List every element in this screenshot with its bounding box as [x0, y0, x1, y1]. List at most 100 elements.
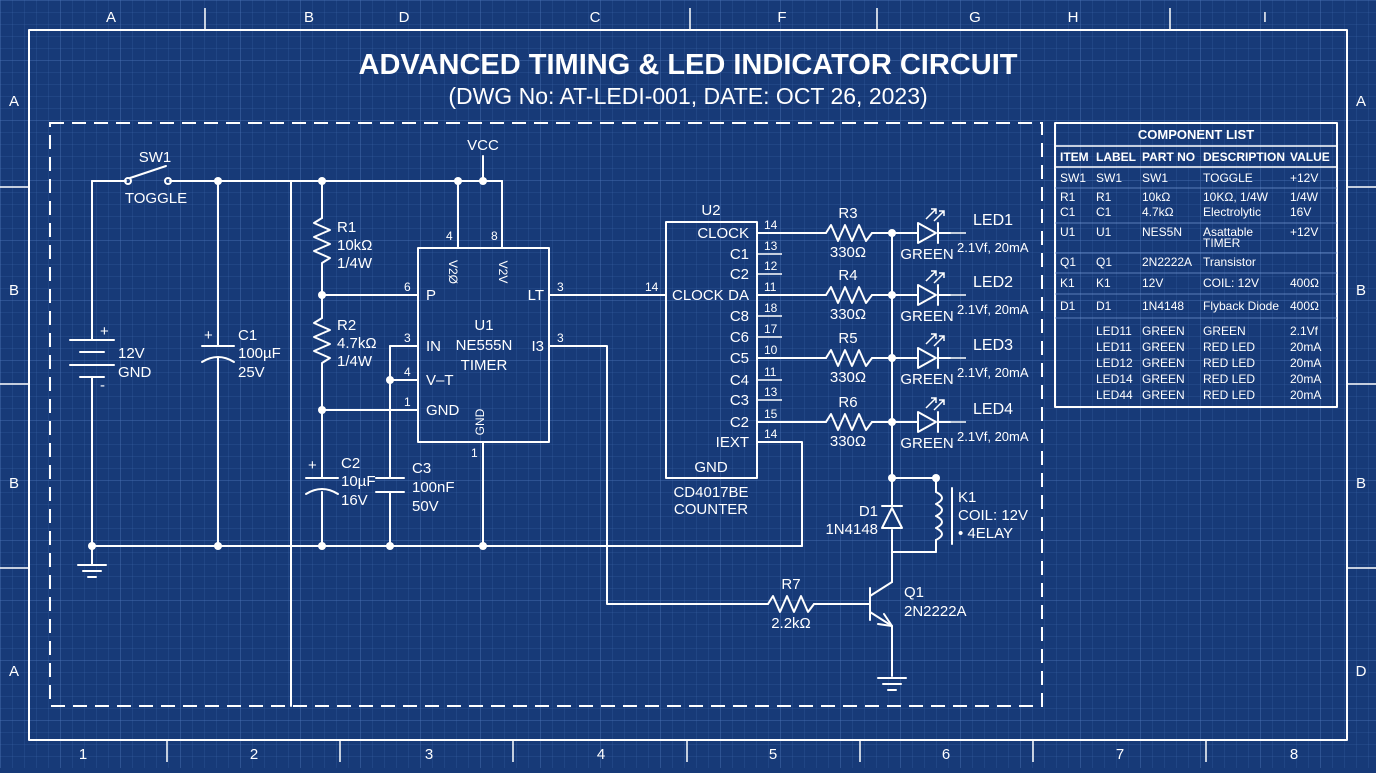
u2-pin-label: C1	[730, 246, 749, 263]
r5-ref: R5	[838, 330, 857, 347]
r7-ref: R7	[781, 576, 800, 593]
component-list-cell: LED11	[1096, 324, 1132, 338]
capacitor-c1: + C1 100µF 25V	[201, 327, 281, 381]
u2-left-num: 14	[645, 280, 659, 294]
component-list-cell: LED11	[1096, 340, 1132, 354]
component-list-cell: 2.1Vf	[1290, 324, 1319, 338]
u2-desc: COUNTER	[674, 501, 748, 518]
c2-value: 10µF	[341, 473, 376, 490]
transistor-q1: Q1 2N2222A	[869, 581, 967, 627]
q1-value: 2N2222A	[904, 603, 967, 620]
component-list-cell: C1	[1096, 205, 1112, 219]
vcc-label: VCC	[467, 137, 499, 154]
r2-power: 1/4W	[337, 353, 373, 370]
resistor-r4: R4 330Ω	[825, 267, 873, 323]
r2-ref: R2	[337, 317, 356, 334]
component-list-cell: Q1	[1060, 255, 1076, 269]
led-ref: LED3	[973, 337, 1013, 354]
zone-left-2: B	[9, 282, 19, 299]
component-list-cell: R1	[1096, 190, 1112, 204]
battery-minus: -	[100, 377, 105, 394]
c1-voltage: 25V	[238, 364, 265, 381]
zone-top-6: G	[969, 9, 981, 26]
component-list-cell: 1/4W	[1290, 190, 1319, 204]
c1-value: 100µF	[238, 345, 281, 362]
zone-right-3: B	[1356, 475, 1366, 492]
c1-ref: C1	[238, 327, 257, 344]
component-list-title: COMPONENT LIST	[1138, 127, 1254, 142]
resistor-r2: R2 4.7kΩ 1/4W	[313, 317, 377, 370]
component-list-cell: 10kΩ	[1142, 190, 1170, 204]
zone-left-1: A	[9, 93, 19, 110]
zone-right-2: B	[1356, 282, 1366, 299]
u2-pin-number: 13	[764, 385, 778, 399]
u1-pin-top-1: V2Ø	[446, 260, 460, 284]
zone-top-3: D	[399, 9, 410, 26]
r6-value: 330Ω	[830, 433, 866, 450]
u2-pin-number: 14	[764, 427, 778, 441]
c3-voltage: 50V	[412, 498, 439, 515]
junction-dots	[88, 177, 940, 550]
u1-pin-vt: V–T	[426, 372, 454, 389]
component-list-cell: C1	[1060, 205, 1076, 219]
component-list-cell: U1	[1060, 225, 1076, 239]
capacitor-c3: C3 100nF 50V	[375, 460, 455, 515]
component-list-cell: Q1	[1096, 255, 1112, 269]
u2-pin-label: C4	[730, 372, 749, 389]
switch-sw1: SW1 TOGGLE	[124, 149, 187, 207]
component-list-cell: SW1	[1060, 171, 1086, 185]
u2-pin-number: 15	[764, 407, 778, 421]
component-list-cell: Electrolytic	[1203, 205, 1261, 219]
component-list-cell: GREEN	[1203, 324, 1246, 338]
u1-pin-num-3: 3	[404, 331, 411, 345]
u1-pin-gnd: GND	[426, 402, 460, 419]
zone-labels-top: A B D C F G H I	[106, 9, 1267, 26]
component-list-cell: RED LED	[1203, 372, 1255, 386]
r1-power: 1/4W	[337, 255, 373, 272]
component-list-cell: D1	[1060, 299, 1076, 313]
component-list-cell: U1	[1096, 225, 1112, 239]
component-list-cell: 20mA	[1290, 356, 1321, 370]
led-spec: 2.1Vf, 20mA	[957, 240, 1029, 255]
zone-top-1: A	[106, 9, 116, 26]
zone-bottom-4: 4	[597, 746, 605, 763]
component-list-cell: 12V	[1142, 276, 1163, 290]
u1-desc: TIMER	[461, 357, 508, 374]
d1-ref: D1	[859, 503, 878, 520]
drawing-subtitle: (DWG No: AT-LEDI-001, DATE: OCT 26, 2023…	[448, 83, 927, 109]
sw1-ref: SW1	[139, 149, 172, 166]
component-list-cell: 20mA	[1290, 372, 1321, 386]
component-list-cell: GREEN	[1142, 388, 1185, 402]
u1-pin-num-6: 6	[404, 280, 411, 294]
led-color: GREEN	[900, 435, 953, 452]
r7-value: 2.2kΩ	[771, 615, 811, 632]
u2-pin-number: 12	[764, 259, 778, 273]
r3-value: 330Ω	[830, 244, 866, 261]
zone-top-4: C	[590, 9, 601, 26]
component-list-header-cell: LABEL	[1096, 150, 1136, 164]
component-list-cell: 400Ω	[1290, 299, 1319, 313]
u1-pin-lt: LT	[528, 287, 544, 304]
component-list-cell: +12V	[1290, 171, 1318, 185]
component-list-cell: RED LED	[1203, 340, 1255, 354]
light-arrow-icon	[933, 272, 945, 284]
battery-symbol: + - 12V GND	[69, 323, 152, 394]
circuit-boundary	[49, 122, 1043, 707]
u2-pin-label: C6	[730, 329, 749, 346]
resistor-r5: R5 330Ω	[825, 330, 873, 386]
u2-pin-number: 13	[764, 239, 778, 253]
zone-labels-left: A B B A	[9, 93, 19, 680]
k1-type: • 4ELAY	[958, 525, 1013, 542]
u1-pin-top-2: V2V	[496, 261, 510, 284]
light-arrow-icon	[925, 397, 937, 409]
u2-pin-number: 14	[764, 218, 778, 232]
component-list-cell: LED14	[1096, 372, 1133, 386]
u2-pin-label: DA	[728, 287, 749, 304]
light-arrow-icon	[925, 208, 937, 220]
